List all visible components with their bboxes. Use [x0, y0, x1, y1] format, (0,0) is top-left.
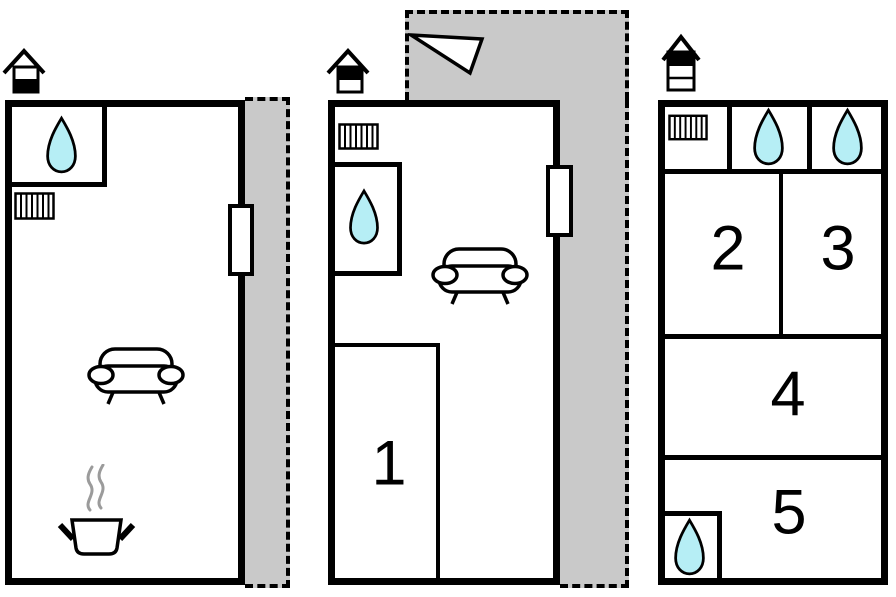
chimney-icon — [661, 33, 701, 92]
room-4-label: 4 — [770, 359, 806, 430]
right-unit-exterior-wall — [658, 100, 888, 585]
room-1-area — [335, 343, 440, 578]
room-5-label: 5 — [771, 477, 807, 548]
radiator-icon — [668, 114, 708, 141]
door-icon — [546, 165, 573, 237]
room-3-label: 3 — [820, 213, 856, 284]
chimney-icon — [326, 48, 370, 94]
interior-wall — [665, 334, 881, 339]
door-icon — [228, 204, 254, 276]
cooking-pot-icon — [57, 464, 136, 556]
interior-wall — [779, 174, 783, 334]
interior-wall — [665, 455, 881, 460]
room-1-label: 1 — [371, 428, 407, 499]
interior-wall — [807, 107, 812, 169]
sofa-icon — [87, 347, 185, 405]
terrace-area-left — [245, 97, 290, 588]
room-2-label: 2 — [710, 213, 746, 284]
radiator-icon — [14, 192, 55, 220]
water-drop-icon — [349, 188, 379, 245]
sofa-icon — [431, 247, 529, 305]
water-drop-icon — [753, 107, 784, 166]
radiator-icon — [338, 123, 379, 150]
water-drop-icon — [46, 115, 77, 174]
interior-wall — [727, 107, 732, 169]
water-drop-icon — [674, 517, 705, 576]
chimney-icon — [2, 48, 46, 94]
direction-arrow-icon — [408, 33, 485, 76]
interior-wall — [665, 169, 881, 174]
water-drop-icon — [832, 107, 863, 166]
